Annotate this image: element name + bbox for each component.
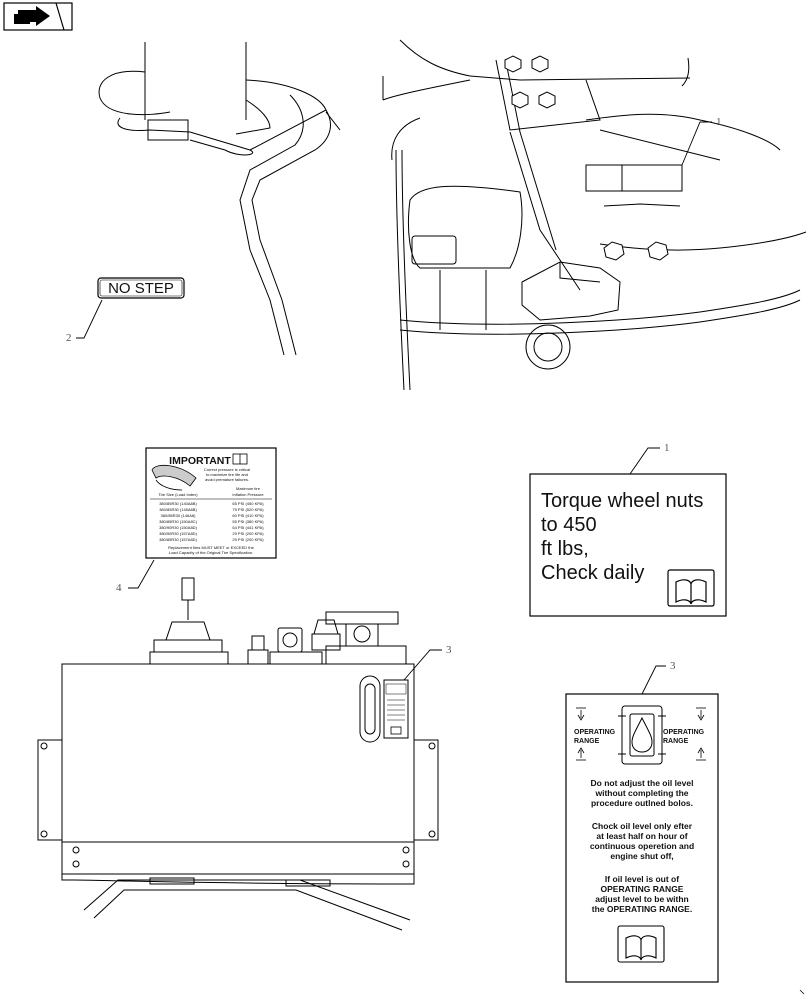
tire-col-size: Tire Size (Load Index) <box>158 492 198 497</box>
tire-row-size: 380/85R30 (145A8B) <box>159 507 197 512</box>
manual-book-icon <box>617 925 665 963</box>
tire-intro-1: Correct pressure is critical <box>204 467 250 472</box>
range-right-2: RANGE <box>663 738 689 745</box>
hydraulic-tank-drawing <box>37 577 439 931</box>
tire-col-pressure-1: Maximum tire <box>236 486 261 491</box>
torque-decal: Torque wheel nuts to 450 ft lbs, Check d… <box>529 473 727 617</box>
next-page-button[interactable] <box>3 2 73 31</box>
manual-book-icon <box>232 453 248 465</box>
oil-para2-1: Chock oil level only efter <box>592 821 693 831</box>
tire-intro-3: avoid premature failures. <box>205 477 249 482</box>
oil-para3-4: the OPERATING RANGE. <box>592 904 692 914</box>
range-arrows-right <box>696 707 706 761</box>
tire-row-size: 380/85R30 (150A8C) <box>159 519 197 524</box>
oil-para3-2: OPERATING RANGE <box>601 884 684 894</box>
tire-row-pressure: 55 PSI (380 KPA) <box>232 519 264 524</box>
tank-oil-level-decal <box>383 679 409 739</box>
callout-3-right-number: 3 <box>670 660 676 672</box>
range-arrows-left <box>576 707 586 761</box>
no-step-label: NO STEP <box>108 280 174 297</box>
tire-row-pressure: 75 PSI (520 KPA) <box>232 507 264 512</box>
torque-line-3: ft lbs, <box>541 538 589 560</box>
oil-para2-2: at least half on hour of <box>596 831 687 841</box>
torque-line-4: Check daily <box>541 562 644 584</box>
oil-para2-4: engine shut off, <box>610 851 673 861</box>
oil-para1-2: without completing the <box>594 788 688 798</box>
tire-row-size: 380/85R30 (140A8B) <box>159 501 197 506</box>
oil-para3-3: adjust level to be withn <box>595 894 689 904</box>
tire-intro-2: to maximize tire life and <box>206 472 248 477</box>
tire-footer-2: Load Capacity of the Original Tire Speci… <box>169 550 253 555</box>
tire-row-size: 380/90R30 (157A8D) <box>159 531 197 536</box>
callout-1-top-number: 1 <box>716 116 722 128</box>
step-view-drawing <box>98 42 341 356</box>
callout-3-tank-number: 3 <box>446 644 452 656</box>
callout-2-number: 2 <box>66 332 72 344</box>
oil-para1-3: procedure outlned bolos. <box>591 798 693 808</box>
oil-drop-gauge-icon <box>618 705 666 765</box>
manual-book-icon <box>667 569 715 607</box>
next-page-arrow-icon <box>14 6 50 26</box>
oil-level-decal: OPERATING RANGE OPERATING RANGE Do not a… <box>565 693 719 983</box>
oil-para1-1: Do not adjust the oil level <box>591 778 694 788</box>
callout-3-right: 3 <box>641 660 676 695</box>
tire-row-pressure: 29 PSI (200 KPA) <box>232 531 264 536</box>
tire-row-pressure: 64 PSI (441 KPA) <box>232 525 264 530</box>
tire-footer-1: Replacement tires MUST MEET or EXCEED th… <box>168 545 254 550</box>
wheel-area-drawing <box>382 39 807 391</box>
torque-line-1: Torque wheel nuts <box>541 490 703 512</box>
no-step-decal: NO STEP <box>97 277 185 299</box>
oil-para2-3: continuous operetion and <box>590 841 694 851</box>
corner-mark <box>799 989 805 995</box>
tire-row-pressure: 65 PSI (450 KPA) <box>232 501 264 506</box>
tire-row-pressure: 29 PSI (200 KPA) <box>232 537 264 542</box>
callout-1-right: 1 <box>629 442 670 475</box>
callout-4-number: 4 <box>116 582 122 594</box>
range-right-1: OPERATING <box>663 729 705 736</box>
tire-table: 380/85R30 (140A8B) 65 PSI (450 KPA) 380/… <box>159 501 264 542</box>
oil-para3-1: If oil level is out of <box>605 874 679 884</box>
wheel-nuts-group <box>504 55 669 261</box>
tire-col-pressure-2: Inflation Pressure <box>232 492 264 497</box>
callout-1-top: 1 <box>681 116 722 166</box>
callout-2: 2 <box>66 299 103 344</box>
callout-4: 4 <box>116 559 155 594</box>
tire-decal-title: IMPORTANT <box>169 455 231 467</box>
range-left-2: RANGE <box>574 738 600 745</box>
tire-pressure-decal: IMPORTANT Correct pressure is critical t… <box>145 447 277 559</box>
tire-row-size: 380/85R30 (146A8) <box>161 513 197 518</box>
torque-line-2: to 450 <box>541 514 597 536</box>
callout-1-right-number: 1 <box>664 442 670 454</box>
callout-3-tank: 3 <box>403 644 452 681</box>
tire-row-size: 380/85R30 (157A8D) <box>159 537 197 542</box>
tire-row-pressure: 60 PSI (410 KPA) <box>232 513 264 518</box>
tire-row-size: 380/90R30 (150A8D) <box>159 525 197 530</box>
range-left-1: OPERATING <box>574 729 616 736</box>
tire-illustration-icon <box>151 464 197 491</box>
